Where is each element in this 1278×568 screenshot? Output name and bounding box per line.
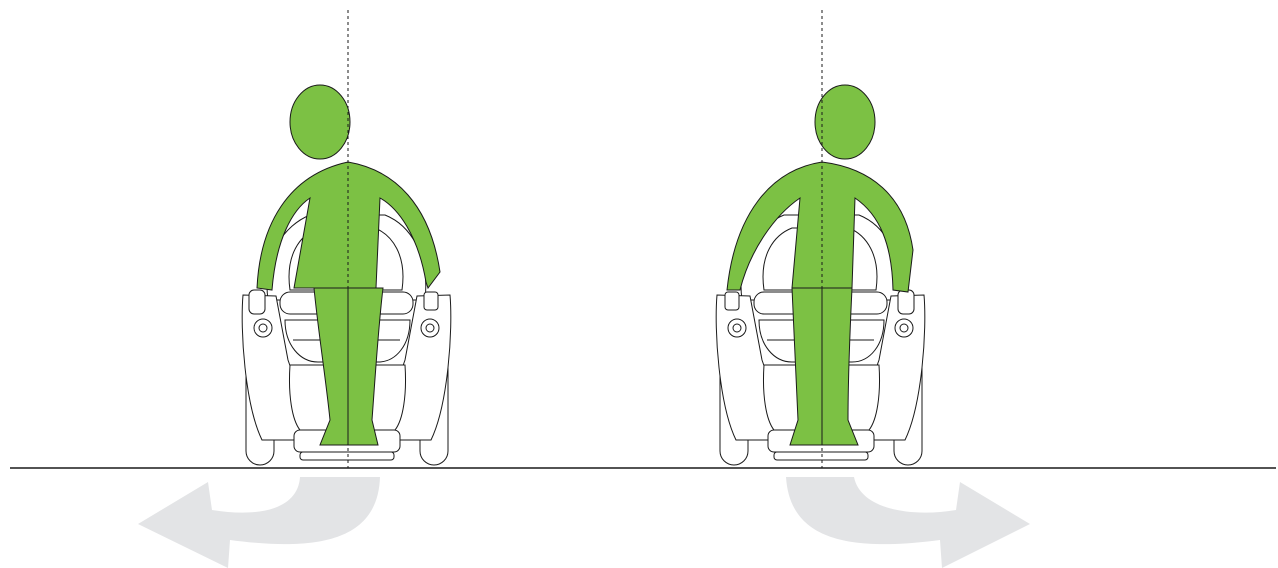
turn-arrow-right (786, 477, 1030, 568)
head-right (814, 84, 876, 160)
figure-left (138, 10, 452, 568)
head-left (289, 84, 351, 160)
legs-right (789, 287, 859, 446)
person-right (726, 84, 914, 446)
figure-right (715, 10, 1030, 568)
turn-arrow-left (138, 477, 380, 568)
